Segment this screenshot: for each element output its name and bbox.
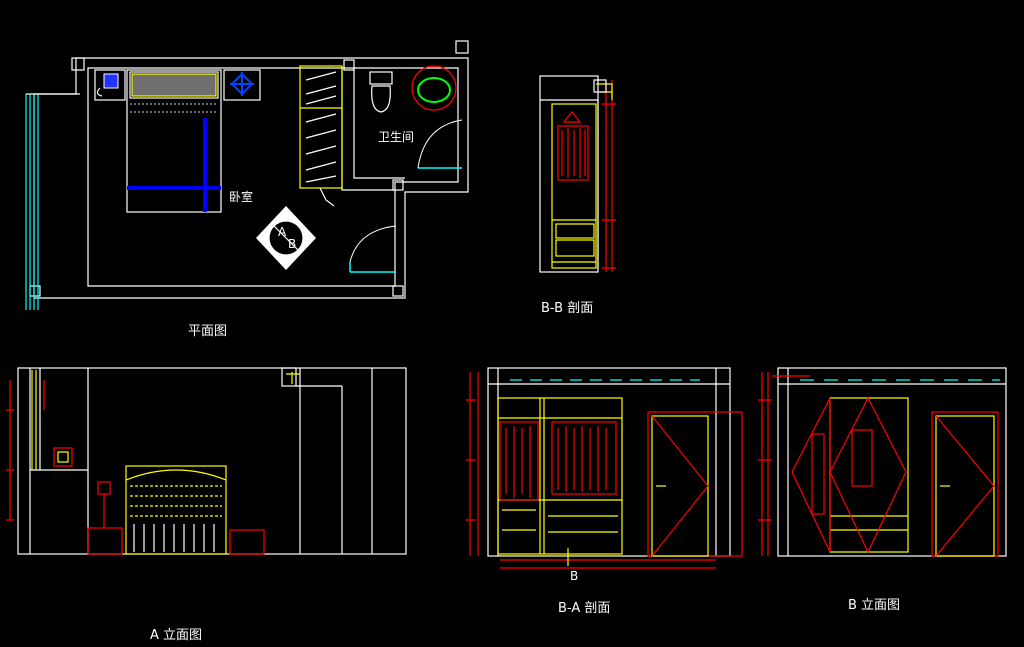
plan-column-tr [455, 40, 469, 54]
plan-column-tl [71, 57, 85, 71]
section-ba-title: B-A 剖面 [558, 601, 611, 616]
wardrobe-plan [299, 65, 343, 207]
elevation-b-title: B 立面图 [848, 598, 901, 613]
section-marker-a: A [278, 225, 287, 239]
section-bb-title: B-B 剖面 [541, 301, 594, 316]
toilet-icon [369, 71, 393, 113]
elevation-b-view [758, 367, 1007, 557]
dimension-bb [602, 80, 616, 272]
bed [126, 69, 222, 213]
headboard [125, 465, 227, 555]
nightstand-left [94, 69, 126, 101]
elevation-a-view [6, 367, 407, 555]
section-marker [256, 206, 316, 270]
section-ba-view [466, 367, 743, 569]
telephone-icon [96, 73, 119, 97]
section-bb-view [539, 75, 616, 273]
door-b [931, 411, 999, 557]
cut-marker: B [570, 569, 578, 583]
plan-view [25, 40, 469, 310]
plan-title: 平面图 [188, 324, 228, 339]
plan-column-bath [392, 179, 404, 191]
nightstand-elev-right [229, 529, 265, 555]
hanging-clothes-bb [557, 111, 589, 181]
bedroom-door [349, 225, 397, 273]
wall-phone-elev [53, 447, 73, 467]
bathroom-label: 卫生间 [378, 130, 415, 144]
bedroom-label: 卧室 [229, 190, 254, 204]
nightstand-right [223, 69, 261, 101]
lamp-icon [230, 72, 254, 96]
bathroom-door [417, 119, 463, 169]
door-ba [647, 411, 743, 557]
plan-column-br [392, 285, 404, 297]
washbasin-icon [411, 65, 457, 111]
nightstand-elev-left [87, 481, 123, 555]
plan-window [25, 93, 80, 310]
plan-inner-wall [87, 67, 459, 287]
plan-column-mid [343, 59, 355, 71]
elevation-a-title: A 立面图 [150, 628, 203, 643]
section-marker-b: B [288, 237, 296, 251]
